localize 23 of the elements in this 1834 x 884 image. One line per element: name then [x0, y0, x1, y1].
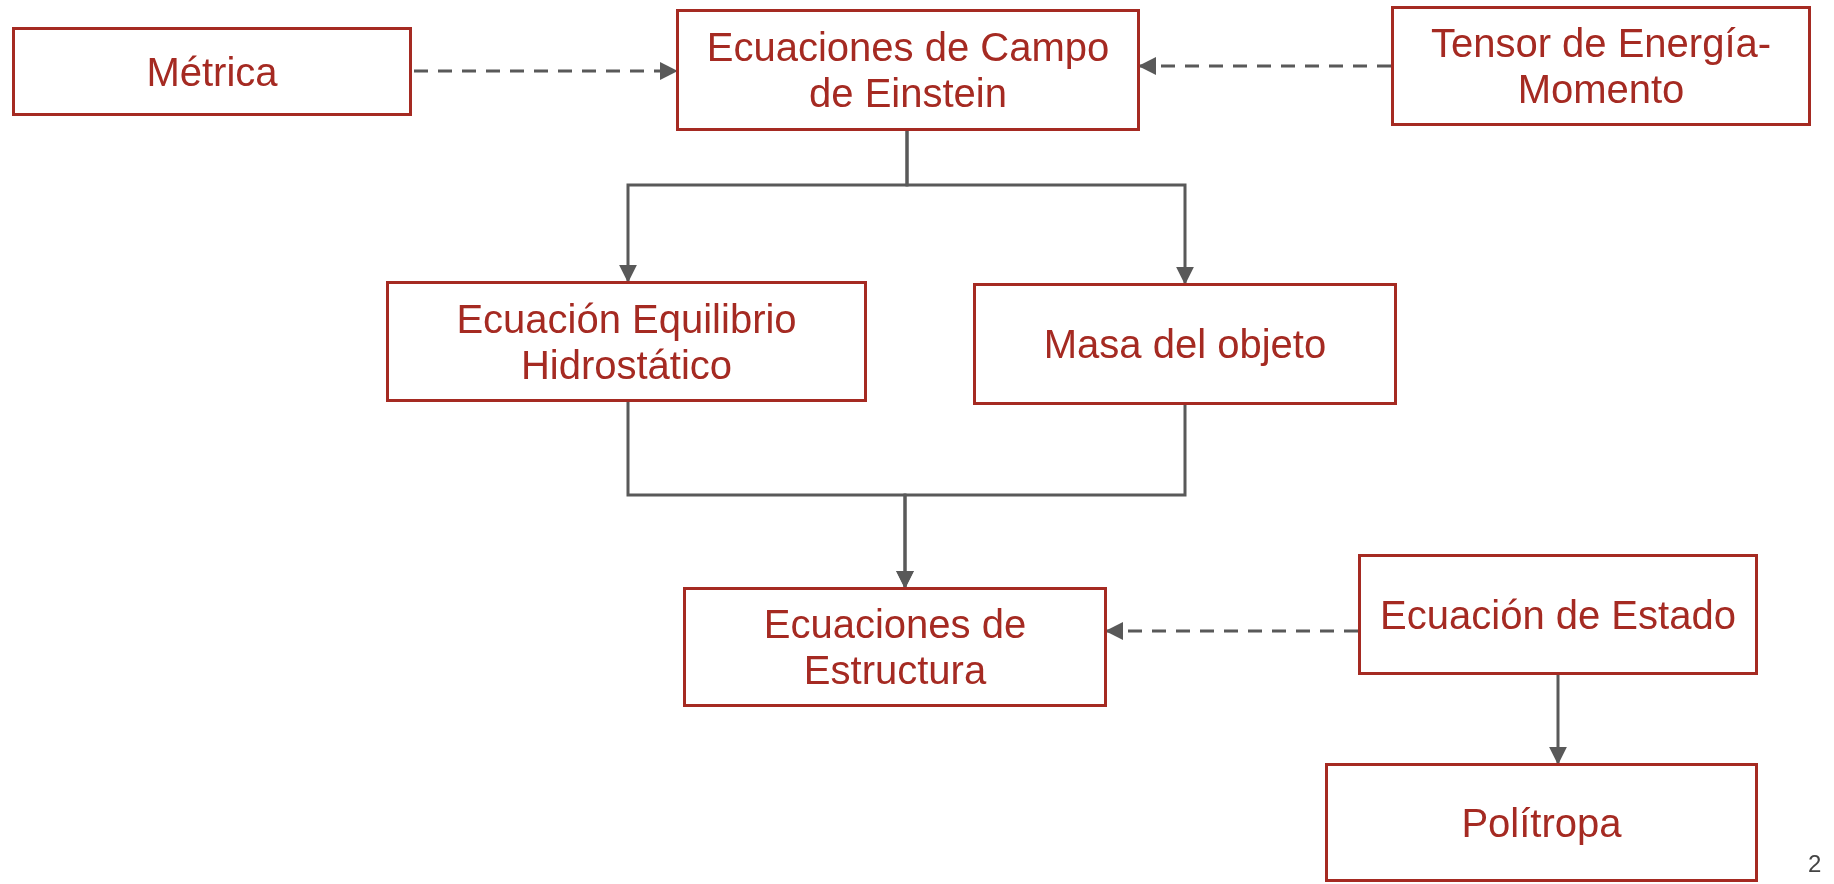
arrow [1549, 675, 1567, 765]
box-label: Ecuaciones de Estructura [762, 601, 1028, 693]
process-box [1325, 763, 1758, 882]
process-box [683, 587, 1107, 707]
process-box [12, 27, 412, 116]
arrow [905, 131, 1194, 285]
process-box [1391, 6, 1811, 126]
box-label: Ecuación Equilibrio Hidrostático [455, 295, 798, 388]
process-box [676, 9, 1140, 131]
box-label: Ecuaciones de Campo de Einstein [705, 24, 1111, 116]
process-box [386, 281, 867, 402]
arrow [414, 62, 678, 80]
process-box [973, 283, 1397, 405]
arrow [896, 405, 1187, 589]
arrow [1138, 57, 1391, 75]
page-number: 2 [1808, 850, 1822, 878]
box-label: Tensor de Energía-Momento [1429, 20, 1773, 112]
arrow [1105, 622, 1358, 640]
box-label: Polítropa [1461, 799, 1622, 846]
process-box [1358, 554, 1758, 675]
box-label: Métrica [146, 48, 278, 95]
box-label: Ecuación de Estado [1380, 591, 1736, 638]
box-label: Masa del objeto [1043, 321, 1327, 367]
